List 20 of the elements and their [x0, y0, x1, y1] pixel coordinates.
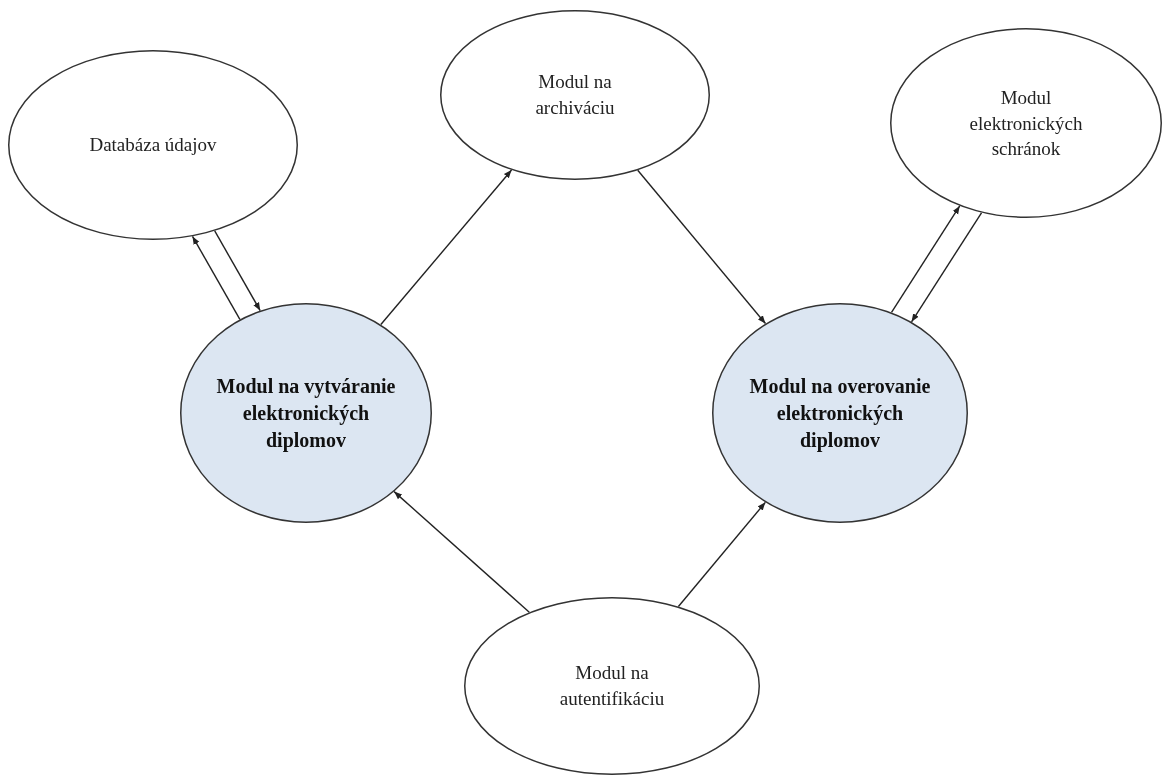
arrow	[191, 235, 241, 321]
module-label: Modul na vytváranie elektronických diplomov	[215, 373, 397, 454]
module-label: Modul na archiváciu	[534, 70, 616, 120]
arrow	[393, 490, 530, 613]
module-label: Modul elektronických schránok	[968, 85, 1084, 161]
arrow	[380, 169, 513, 326]
module-ellipse	[440, 10, 710, 180]
arrow	[910, 212, 983, 323]
module-ellipse	[180, 303, 432, 523]
arrow	[214, 230, 261, 312]
module-label: Databáza údajov	[88, 133, 218, 158]
module-label: Modul na autentifikáciu	[558, 661, 666, 711]
module-ellipse	[890, 28, 1162, 218]
module-ellipse	[8, 50, 298, 240]
module-ellipse	[464, 597, 760, 775]
module-label: Modul na overovanie elektronických diplomov	[748, 373, 932, 454]
arrow	[637, 169, 767, 325]
arrow	[890, 205, 961, 313]
arrow	[677, 501, 767, 608]
module-ellipse	[712, 303, 968, 523]
